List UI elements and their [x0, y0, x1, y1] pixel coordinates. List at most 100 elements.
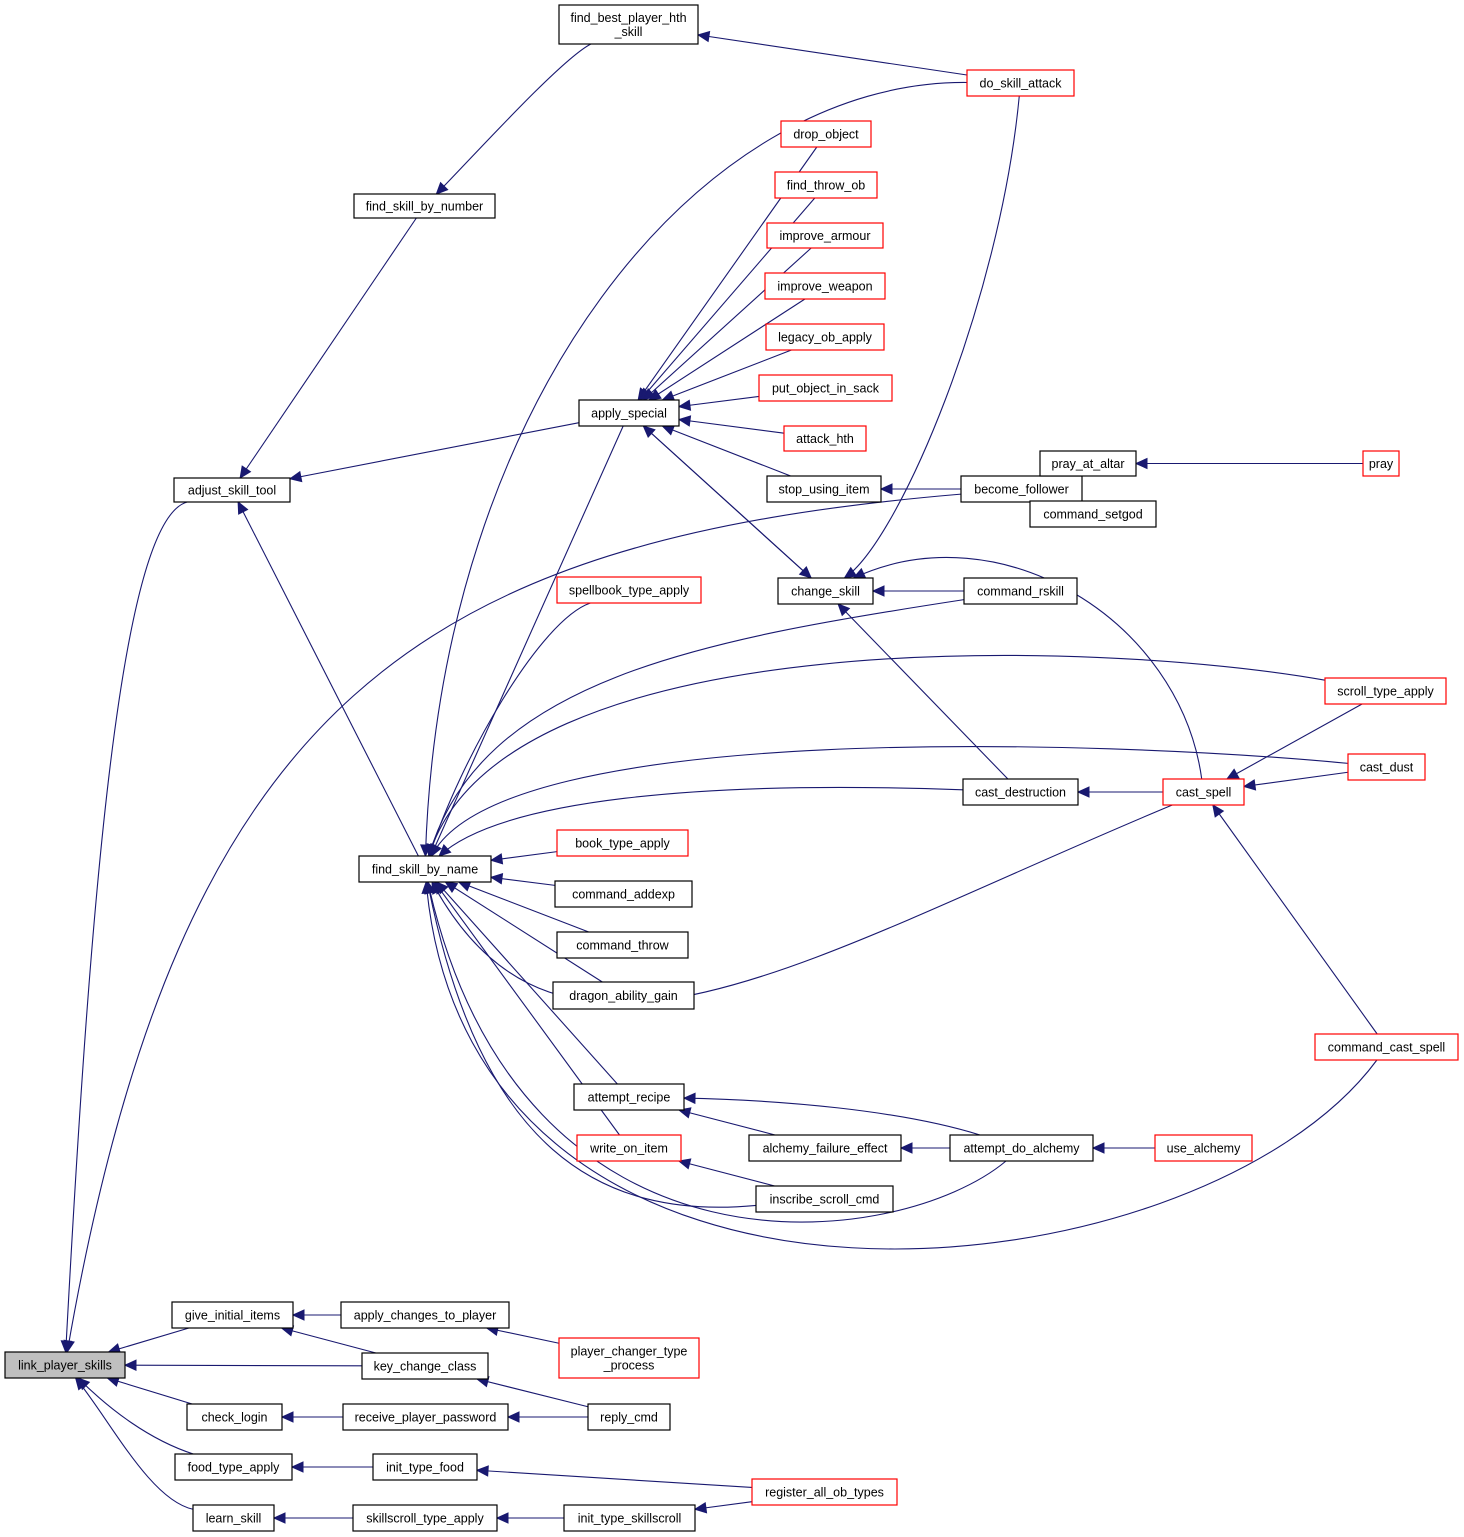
node-box[interactable] [578, 399, 680, 427]
node-box[interactable] [558, 4, 699, 45]
node-box[interactable] [174, 1453, 293, 1481]
node-stop-using-item[interactable]: stop_using_item [766, 475, 882, 503]
node-box[interactable] [766, 222, 884, 249]
node-player-changer-type-process[interactable]: player_changer_type_process [558, 1337, 700, 1379]
node-box[interactable] [4, 1351, 126, 1379]
node-improve-armour[interactable]: improve_armour [766, 222, 884, 249]
node-apply-special[interactable]: apply_special [578, 399, 680, 427]
node-box[interactable] [783, 425, 867, 452]
node-box[interactable] [358, 855, 492, 883]
node-drop-object[interactable]: drop_object [780, 120, 872, 148]
node-box[interactable] [342, 1403, 509, 1431]
node-cast-dust[interactable]: cast_dust [1347, 753, 1426, 781]
node-box[interactable] [573, 1083, 685, 1111]
node-apply-changes-to-player[interactable]: apply_changes_to_player [340, 1301, 510, 1329]
node-box[interactable] [587, 1403, 671, 1431]
node-find-throw-ob[interactable]: find_throw_ob [774, 171, 878, 199]
node-become-follower[interactable]: become_follower [960, 475, 1083, 503]
node-adjust-skill-tool[interactable]: adjust_skill_tool [173, 477, 291, 503]
node-command-cast-spell[interactable]: command_cast_spell [1314, 1033, 1459, 1061]
node-box[interactable] [1039, 450, 1137, 477]
node-command-addexp[interactable]: command_addexp [554, 880, 693, 908]
node-improve-weapon[interactable]: improve_weapon [764, 272, 886, 300]
node-pray[interactable]: pray [1362, 450, 1400, 477]
node-inscribe-scroll-cmd[interactable]: inscribe_scroll_cmd [755, 1185, 894, 1213]
node-pray-at-altar[interactable]: pray_at_altar [1039, 450, 1137, 477]
node-box[interactable] [576, 1134, 682, 1162]
node-put-object-in-sack[interactable]: put_object_in_sack [758, 374, 893, 402]
node-cast-destruction[interactable]: cast_destruction [962, 778, 1079, 806]
node-box[interactable] [755, 1185, 894, 1213]
node-box[interactable] [1347, 753, 1426, 781]
node-box[interactable] [1362, 450, 1400, 477]
node-box[interactable] [372, 1453, 478, 1481]
node-attempt-recipe[interactable]: attempt_recipe [573, 1083, 685, 1111]
node-init-type-skillscroll[interactable]: init_type_skillscroll [563, 1504, 696, 1532]
node-box[interactable] [962, 778, 1079, 806]
node-spellbook-type-apply[interactable]: spellbook_type_apply [556, 576, 702, 604]
node-key-change-class[interactable]: key_change_class [361, 1352, 489, 1380]
node-box[interactable] [780, 120, 872, 148]
node-learn-skill[interactable]: learn_skill [192, 1504, 275, 1532]
node-box[interactable] [1029, 500, 1157, 528]
node-change-skill[interactable]: change_skill [777, 577, 874, 605]
node-box[interactable] [340, 1301, 510, 1329]
node-box[interactable] [171, 1301, 294, 1329]
node-box[interactable] [765, 323, 885, 351]
node-box[interactable] [960, 475, 1083, 503]
node-box[interactable] [963, 577, 1078, 605]
node-box[interactable] [1314, 1033, 1459, 1061]
node-find-skill-by-name[interactable]: find_skill_by_name [358, 855, 492, 883]
node-food-type-apply[interactable]: food_type_apply [174, 1453, 293, 1481]
node-receive-player-password[interactable]: receive_player_password [342, 1403, 509, 1431]
node-box[interactable] [556, 576, 702, 604]
node-init-type-food[interactable]: init_type_food [372, 1453, 478, 1481]
node-check-login[interactable]: check_login [186, 1403, 283, 1431]
node-box[interactable] [764, 272, 886, 300]
node-cast-spell[interactable]: cast_spell [1162, 778, 1245, 806]
node-dragon-ability-gain[interactable]: dragon_ability_gain [552, 981, 695, 1010]
node-register-all-ob-types[interactable]: register_all_ob_types [751, 1478, 898, 1506]
node-box[interactable] [966, 69, 1075, 97]
node-box[interactable] [552, 981, 695, 1010]
node-scroll-type-apply[interactable]: scroll_type_apply [1324, 677, 1447, 705]
node-box[interactable] [558, 1337, 700, 1379]
node-box[interactable] [758, 374, 893, 402]
node-write-on-item[interactable]: write_on_item [576, 1134, 682, 1162]
node-use-alchemy[interactable]: use_alchemy [1154, 1134, 1253, 1162]
node-box[interactable] [554, 880, 693, 908]
node-box[interactable] [352, 1504, 498, 1532]
node-box[interactable] [1154, 1134, 1253, 1162]
node-command-rskill[interactable]: command_rskill [963, 577, 1078, 605]
node-find-best-player-hth-skill[interactable]: find_best_player_hth_skill [558, 4, 699, 45]
node-box[interactable] [1162, 778, 1245, 806]
node-box[interactable] [777, 577, 874, 605]
node-link-player-skills[interactable]: link_player_skills [4, 1351, 126, 1379]
node-box[interactable] [751, 1478, 898, 1506]
node-legacy-ob-apply[interactable]: legacy_ob_apply [765, 323, 885, 351]
node-box[interactable] [192, 1504, 275, 1532]
node-attempt-do-alchemy[interactable]: attempt_do_alchemy [949, 1134, 1094, 1162]
node-reply-cmd[interactable]: reply_cmd [587, 1403, 671, 1431]
node-alchemy-failure-effect[interactable]: alchemy_failure_effect [748, 1134, 902, 1162]
node-box[interactable] [949, 1134, 1094, 1162]
node-command-setgod[interactable]: command_setgod [1029, 500, 1157, 528]
node-box[interactable] [173, 477, 291, 503]
node-box[interactable] [556, 931, 689, 959]
node-attack-hth[interactable]: attack_hth [783, 425, 867, 452]
node-book-type-apply[interactable]: book_type_apply [556, 829, 689, 857]
node-skillscroll-type-apply[interactable]: skillscroll_type_apply [352, 1504, 498, 1532]
node-box[interactable] [556, 829, 689, 857]
node-box[interactable] [774, 171, 878, 199]
node-box[interactable] [563, 1504, 696, 1532]
node-do-skill-attack[interactable]: do_skill_attack [966, 69, 1075, 97]
node-box[interactable] [353, 193, 496, 219]
node-box[interactable] [766, 475, 882, 503]
node-command-throw[interactable]: command_throw [556, 931, 689, 959]
node-box[interactable] [1324, 677, 1447, 705]
node-box[interactable] [361, 1352, 489, 1380]
node-find-skill-by-number[interactable]: find_skill_by_number [353, 193, 496, 219]
node-box[interactable] [748, 1134, 902, 1162]
node-box[interactable] [186, 1403, 283, 1431]
node-give-initial-items[interactable]: give_initial_items [171, 1301, 294, 1329]
